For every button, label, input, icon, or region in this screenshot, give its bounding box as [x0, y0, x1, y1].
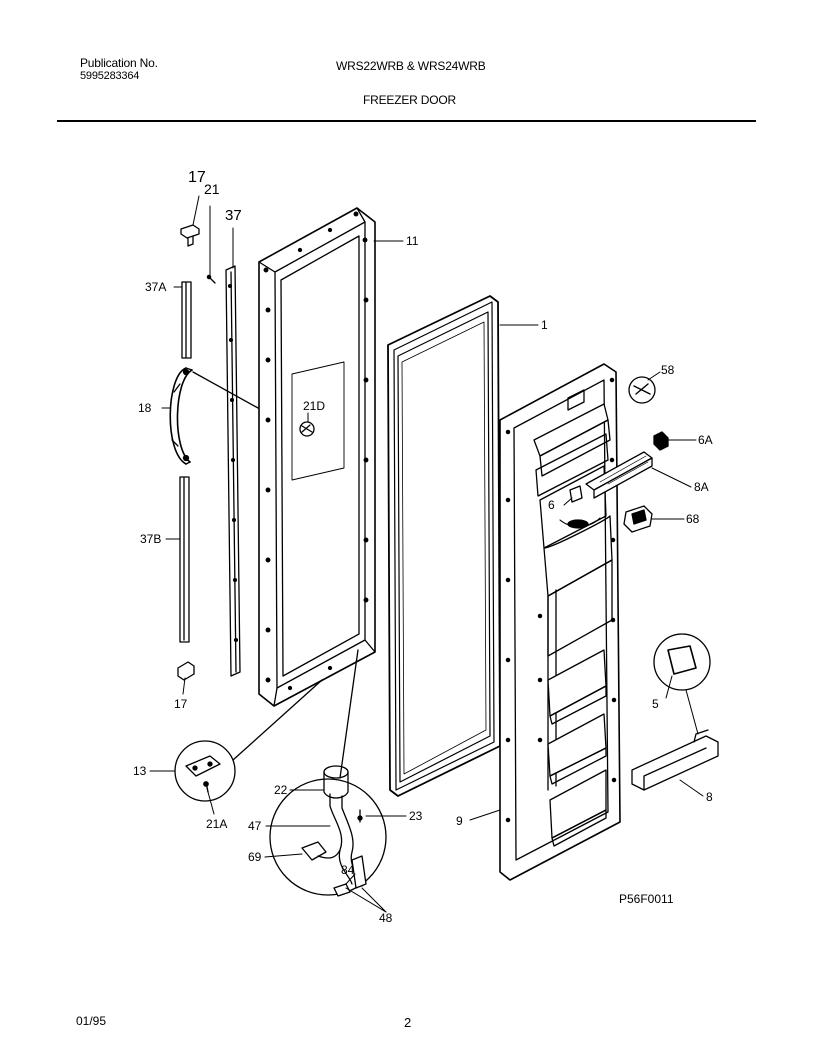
label-69: 69 — [248, 850, 262, 864]
screw-58 — [628, 376, 656, 404]
label-21: 21 — [204, 181, 220, 197]
trim-strip-37 — [225, 265, 241, 677]
label-48: 48 — [379, 911, 393, 925]
model-title: WRS22WRB & WRS24WRB — [336, 59, 486, 73]
leader-13 — [232, 679, 323, 761]
lever-8A — [585, 451, 653, 499]
leader-handle — [192, 371, 259, 409]
label-9: 9 — [456, 814, 463, 828]
label-21D: 21D — [303, 399, 325, 413]
label-1: 1 — [541, 318, 548, 332]
label-37: 37 — [225, 207, 242, 224]
leader-lines — [149, 195, 704, 913]
clip-6A — [653, 431, 669, 451]
door-handle-18 — [169, 367, 193, 465]
label-6: 6 — [548, 498, 555, 512]
label-17-top: 17 — [188, 169, 206, 186]
label-21A: 21A — [206, 817, 227, 831]
end-cap-17-bottom — [177, 661, 195, 681]
publication-label: Publication No. — [80, 56, 158, 70]
figure-code: P56F0011 — [619, 892, 674, 906]
bracket-8 — [631, 729, 719, 791]
label-47: 47 — [248, 819, 262, 833]
door-gasket-1 — [387, 295, 501, 797]
section-title: FREEZER DOOR — [363, 93, 456, 107]
label-37A: 37A — [145, 280, 166, 294]
label-37B: 37B — [140, 532, 161, 546]
label-18: 18 — [138, 401, 152, 415]
label-8: 8 — [706, 790, 713, 804]
leader-wiring — [339, 649, 359, 779]
label-5: 5 — [652, 697, 659, 711]
label-68: 68 — [686, 512, 700, 526]
trim-strip-37B — [179, 476, 190, 643]
publication-number: 5995283364 — [80, 70, 140, 82]
label-23: 23 — [409, 809, 423, 823]
label-17-bottom: 17 — [174, 697, 188, 711]
label-13: 13 — [133, 764, 147, 778]
detail-circle-13 — [174, 740, 236, 802]
label-8A: 8A — [694, 480, 709, 494]
door-liner-9 — [499, 363, 621, 881]
label-58: 58 — [661, 363, 675, 377]
wiring-detail-circle — [269, 765, 387, 897]
label-6A: 6A — [698, 433, 713, 447]
page-number: 2 — [404, 1015, 412, 1030]
label-84: 84 — [341, 863, 355, 877]
issue-date: 01/95 — [76, 1014, 107, 1028]
header-rule — [57, 120, 756, 122]
label-22: 22 — [274, 783, 288, 797]
detail-circle-5 — [653, 633, 711, 691]
trim-strip-37A — [181, 281, 192, 359]
actuator-68 — [623, 505, 653, 533]
label-11: 11 — [406, 234, 419, 248]
door-panel-11 — [258, 207, 376, 707]
